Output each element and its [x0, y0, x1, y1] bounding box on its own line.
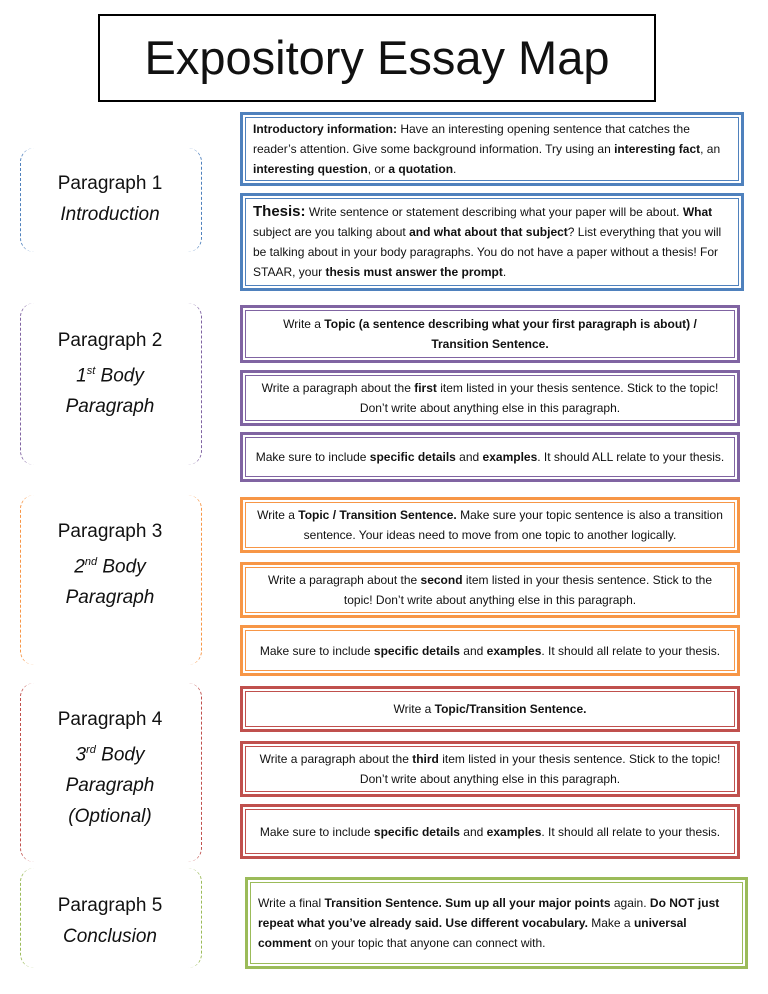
- section-4-bracket: [20, 683, 202, 862]
- section-1-bracket: [20, 148, 202, 252]
- section-4-box-2: Write a paragraph about the third item l…: [240, 741, 740, 797]
- box-text: Make sure to include specific details an…: [259, 643, 721, 658]
- box-text: Write a Topic / Transition Sentence. Mak…: [257, 508, 723, 542]
- section-2-box-2: Write a paragraph about the first item l…: [240, 370, 740, 426]
- section-ordinal: 3rd Body: [75, 744, 145, 766]
- section-subtitle: Conclusion: [63, 926, 157, 947]
- section-heading: Paragraph 5: [57, 895, 163, 916]
- section-4-box-3: Make sure to include specific details an…: [240, 804, 740, 859]
- section-subtitle: Paragraph: [65, 587, 155, 609]
- section-2-bracket: [20, 303, 202, 465]
- section-3-box-1: Write a Topic / Transition Sentence. Mak…: [240, 497, 740, 553]
- box-text: Write a paragraph about the second item …: [267, 573, 712, 607]
- section-subtitle: Introduction: [60, 204, 160, 225]
- section-3-box-3: Make sure to include specific details an…: [240, 625, 740, 676]
- box-text: Write a Topic (a sentence describing wha…: [283, 317, 697, 351]
- box-text: Make sure to include specific details an…: [255, 450, 725, 464]
- section-ordinal: 1st Body: [76, 365, 144, 387]
- section-3-box-2: Write a paragraph about the second item …: [240, 562, 740, 618]
- section-heading: Paragraph 3: [57, 521, 163, 542]
- section-heading: Paragraph 1: [57, 173, 163, 194]
- section-1-box-2: Thesis: Write sentence or statement desc…: [240, 193, 744, 291]
- page-title: Expository Essay Map: [98, 14, 656, 102]
- section-subtitle: Paragraph: [65, 396, 155, 418]
- section-ordinal: 2nd Body: [74, 556, 146, 578]
- box-text: Write a paragraph about the third item l…: [259, 752, 721, 786]
- section-1-label: Paragraph 1 Introduction: [20, 168, 200, 230]
- section-heading: Paragraph 2: [57, 330, 163, 351]
- box-text: Write a paragraph about the first item l…: [261, 381, 719, 415]
- section-1-box-1: Introductory information: Have an intere…: [240, 112, 744, 186]
- section-subtitle: (Optional): [68, 806, 152, 828]
- section-heading: Paragraph 4: [57, 709, 163, 730]
- section-5-bracket: [20, 868, 202, 968]
- section-4-box-1: Write a Topic/Transition Sentence.: [240, 686, 740, 732]
- section-3-bracket: [20, 495, 202, 665]
- section-2-box-3: Make sure to include specific details an…: [240, 432, 740, 482]
- section-2-box-1: Write a Topic (a sentence describing wha…: [240, 305, 740, 363]
- box-text: Write a final Transition Sentence. Sum u…: [258, 896, 720, 950]
- section-5-box-1: Write a final Transition Sentence. Sum u…: [245, 877, 748, 969]
- box-text: Write a Topic/Transition Sentence.: [393, 702, 587, 716]
- section-5-label: Paragraph 5 Conclusion: [20, 890, 200, 952]
- box-text: Thesis: Write sentence or statement desc…: [253, 203, 722, 279]
- box-text: Introductory information: Have an intere…: [253, 122, 721, 176]
- section-subtitle: Paragraph: [65, 775, 155, 797]
- box-text: Make sure to include specific details an…: [259, 824, 721, 839]
